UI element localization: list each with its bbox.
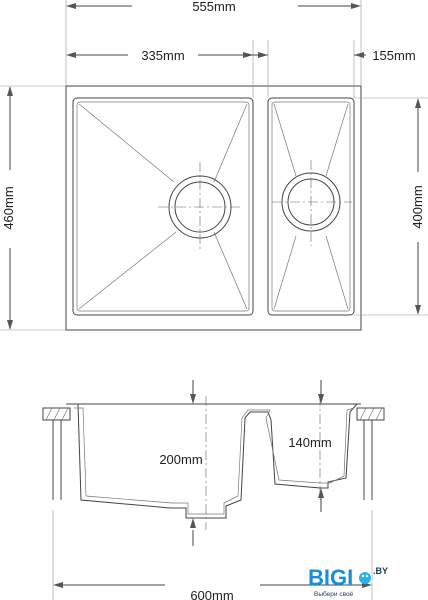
- left-bowl-top: [72, 97, 254, 316]
- logo-tagline: Выбери своё: [314, 590, 354, 598]
- countertop-left: [42, 407, 71, 421]
- logo-brand-text: BIGI: [308, 565, 353, 590]
- dim-label-left-bowl-width: 335mm: [141, 48, 184, 63]
- dim-label-right-bowl-depth: 140mm: [288, 435, 331, 450]
- countertop-right: [356, 407, 385, 421]
- dim-label-overall-height: 460mm: [1, 186, 16, 229]
- dim-label-overall-width: 555mm: [192, 0, 235, 14]
- right-bowl-top: [267, 97, 355, 316]
- dim-label-right-bowl-width: 155mm: [372, 48, 415, 63]
- bigi-logo[interactable]: BIGI .BY Выбери своё: [308, 565, 388, 598]
- dim-460: 460mm: [0, 85, 66, 331]
- dim-335: 335mm: [66, 40, 254, 98]
- logo-suffix-text: .BY: [373, 566, 388, 576]
- dim-140: 140mm: [288, 380, 332, 512]
- dim-155: 155mm: [246, 40, 416, 98]
- dim-600: 600mm: [52, 510, 373, 600]
- sink-body-profile-outer: [70, 403, 358, 519]
- dim-400: 400mm: [354, 97, 428, 316]
- dim-label-left-bowl-depth: 200mm: [159, 452, 202, 467]
- dim-555: 555mm: [65, 0, 362, 86]
- logo-smile-icon: [359, 572, 371, 584]
- dim-label-right-bowl-height: 400mm: [410, 185, 425, 228]
- dim-200: 200mm: [159, 380, 203, 546]
- sink-outer-rim: [65, 85, 362, 331]
- section-view: 200mm 140mm 600mm: [42, 380, 385, 600]
- top-view: 555mm 335mm 155mm: [0, 0, 428, 331]
- dim-label-cabinet-width: 600mm: [190, 588, 233, 600]
